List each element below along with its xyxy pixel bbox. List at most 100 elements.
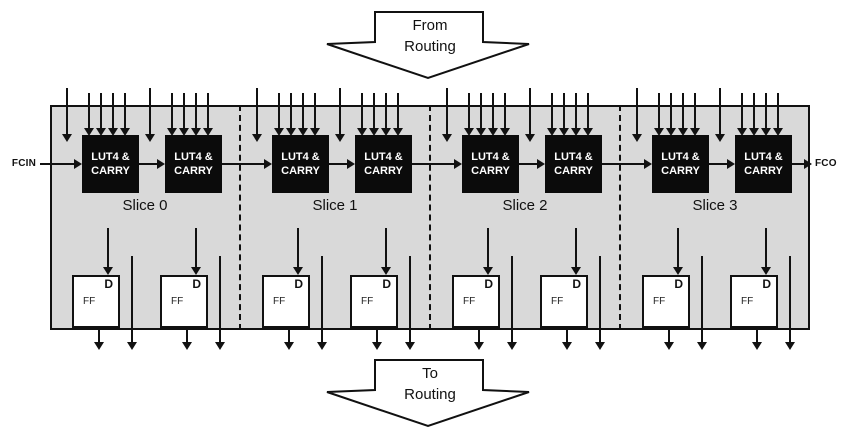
slice-separator [429,105,431,330]
routing-input-arrow [525,88,535,142]
ff-block: D FF [452,275,500,328]
slice-0: LUT4 & CARRY LUT4 & CARRY Slice 0 D FF D… [50,0,240,438]
lut4-carry-block: LUT4 & CARRY [272,135,329,193]
lut-label-line2: CARRY [744,165,783,177]
fco-label: FCO [815,158,837,169]
ff-output-arrow [284,328,294,350]
lut-input-arrow [737,93,747,136]
lut-input-arrow [286,93,296,136]
ff-d-label: D [572,277,581,291]
lut-input-arrow [773,93,783,136]
lut-input-arrow [678,93,688,136]
ff-d-input-arrow [191,228,201,275]
lut-label-line2: CARRY [661,165,700,177]
lut-label-line2: CARRY [471,165,510,177]
lut-input-arrow [203,93,213,136]
lut-label-line2: CARRY [364,165,403,177]
lut-input-arrow [393,93,403,136]
lut-label-line2: CARRY [281,165,320,177]
lut-input-arrow [96,93,106,136]
ff-label: FF [361,296,374,307]
routing-input-arrow [62,88,72,142]
slice-3: LUT4 & CARRY LUT4 & CARRY Slice 3 D FF D… [620,0,810,438]
slice-label: Slice 1 [312,197,358,214]
slice-1: LUT4 & CARRY LUT4 & CARRY Slice 1 D FF D… [240,0,430,438]
ff-block: D FF [72,275,120,328]
ff-output-arrow [182,328,192,350]
from-routing-label-line2: Routing [404,38,456,55]
routing-bypass-arrow [507,256,517,350]
carry-chain-arrow [412,159,462,169]
lut-input-arrow [108,93,118,136]
lut4-carry-block: LUT4 & CARRY [652,135,709,193]
slice-2: LUT4 & CARRY LUT4 & CARRY Slice 2 D FF D… [430,0,620,438]
lut-input-arrow [654,93,664,136]
ff-d-input-arrow [293,228,303,275]
lut-input-arrow [666,93,676,136]
routing-input-arrow [715,88,725,142]
to-routing-label-line2: Routing [404,386,456,403]
slice-separator [619,105,621,330]
fcin-label: FCIN [11,158,37,169]
lut-input-arrow [500,93,510,136]
routing-bypass-arrow [405,256,415,350]
carry-chain-arrow [602,159,652,169]
ff-d-label: D [294,277,303,291]
to-routing-arrow-shape [326,359,530,428]
lut-input-arrow [274,93,284,136]
lut-input-arrow [191,93,201,136]
ff-d-input-arrow [381,228,391,275]
lut-label-line2: CARRY [554,165,593,177]
ff-d-label: D [762,277,771,291]
lut-input-arrow [310,93,320,136]
ff-block: D FF [350,275,398,328]
ff-label: FF [463,296,476,307]
ff-output-arrow [664,328,674,350]
routing-input-arrow [442,88,452,142]
lut4-carry-block: LUT4 & CARRY [545,135,602,193]
routing-bypass-arrow [127,256,137,350]
lut4-carry-block: LUT4 & CARRY [355,135,412,193]
ff-d-label: D [484,277,493,291]
fco-arrow [792,159,812,169]
lut4-carry-block: LUT4 & CARRY [462,135,519,193]
carry-chain-arrow [329,159,355,169]
routing-bypass-arrow [215,256,225,350]
lut-input-arrow [559,93,569,136]
ff-block: D FF [160,275,208,328]
slice-label: Slice 0 [122,197,168,214]
routing-bypass-arrow [595,256,605,350]
ff-label: FF [551,296,564,307]
from-routing-arrow-shape [326,11,530,80]
ff-d-input-arrow [673,228,683,275]
ff-output-arrow [752,328,762,350]
lut-label-line1: LUT4 & [554,151,593,163]
lut-input-arrow [571,93,581,136]
lut-input-arrow [488,93,498,136]
ff-d-label: D [104,277,113,291]
lut-input-arrow [381,93,391,136]
ff-d-label: D [674,277,683,291]
lut-label-line1: LUT4 & [281,151,320,163]
from-routing-label-line1: From [412,17,448,34]
to-routing-label-line1: To [422,365,438,382]
ff-output-arrow [372,328,382,350]
ff-block: D FF [642,275,690,328]
ff-label: FF [653,296,666,307]
ff-block: D FF [540,275,588,328]
lut-label-line1: LUT4 & [91,151,130,163]
from-routing-label: From Routing [330,15,530,57]
lut-input-arrow [761,93,771,136]
slice-label: Slice 3 [692,197,738,214]
slice-label: Slice 2 [502,197,548,214]
ff-output-arrow [562,328,572,350]
ff-d-label: D [382,277,391,291]
lut-input-arrow [84,93,94,136]
lut4-carry-block: LUT4 & CARRY [735,135,792,193]
ff-block: D FF [730,275,778,328]
routing-bypass-arrow [697,256,707,350]
lut4-carry-block: LUT4 & CARRY [165,135,222,193]
lut-input-arrow [690,93,700,136]
lut-label-line1: LUT4 & [174,151,213,163]
